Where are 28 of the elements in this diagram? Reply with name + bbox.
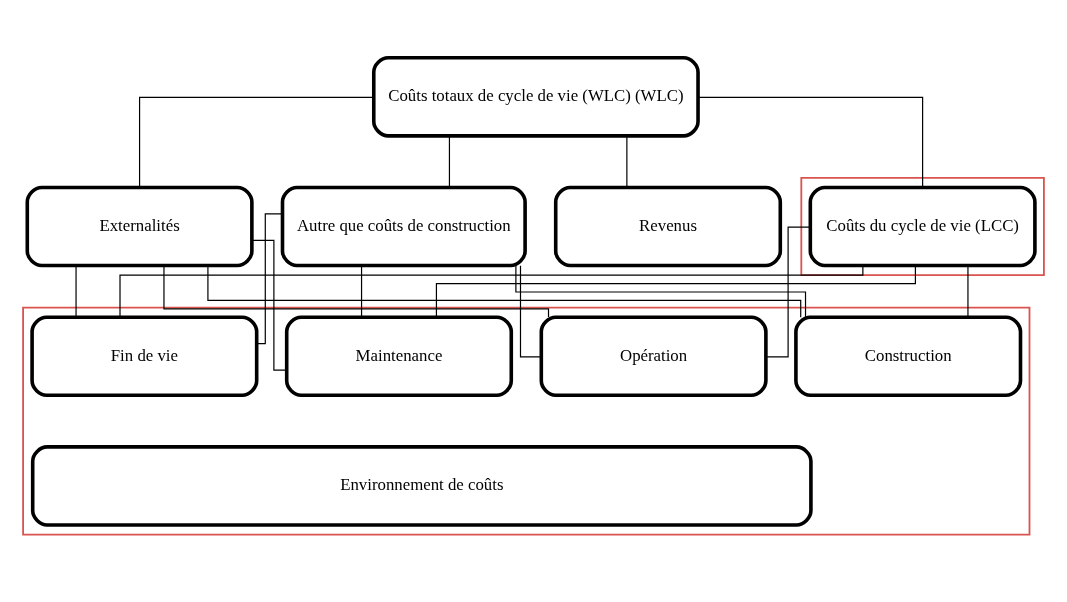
connector bbox=[207, 265, 802, 318]
node-box: Opération bbox=[539, 315, 768, 398]
connector bbox=[626, 135, 628, 188]
connector bbox=[163, 265, 550, 318]
connector bbox=[139, 96, 375, 189]
connector bbox=[697, 96, 924, 189]
connector bbox=[251, 239, 287, 371]
node-box: Revenus bbox=[553, 185, 783, 268]
cluster bbox=[800, 177, 1045, 277]
node-box: Maintenance bbox=[284, 315, 514, 398]
node-box: Construction bbox=[794, 315, 1023, 398]
connector bbox=[515, 265, 807, 318]
node-box: Environnement de coûts bbox=[30, 445, 813, 527]
cluster bbox=[22, 306, 1031, 536]
connector bbox=[360, 265, 363, 318]
node-box: Fin de vie bbox=[30, 315, 259, 398]
connector bbox=[448, 135, 451, 188]
node-box: Externalités bbox=[25, 185, 254, 268]
node-box: Autre que coûts de construction bbox=[280, 185, 527, 268]
connector bbox=[75, 265, 77, 318]
connector bbox=[967, 265, 969, 318]
connector bbox=[765, 226, 811, 358]
node-box: Coûts totaux de cycle de vie (WLC) (WLC) bbox=[371, 56, 700, 138]
connector bbox=[435, 265, 916, 318]
connector bbox=[119, 265, 864, 318]
connector bbox=[256, 213, 283, 345]
connector bbox=[519, 265, 542, 358]
node-box: Coûts du cycle de vie (LCC) bbox=[808, 185, 1037, 268]
